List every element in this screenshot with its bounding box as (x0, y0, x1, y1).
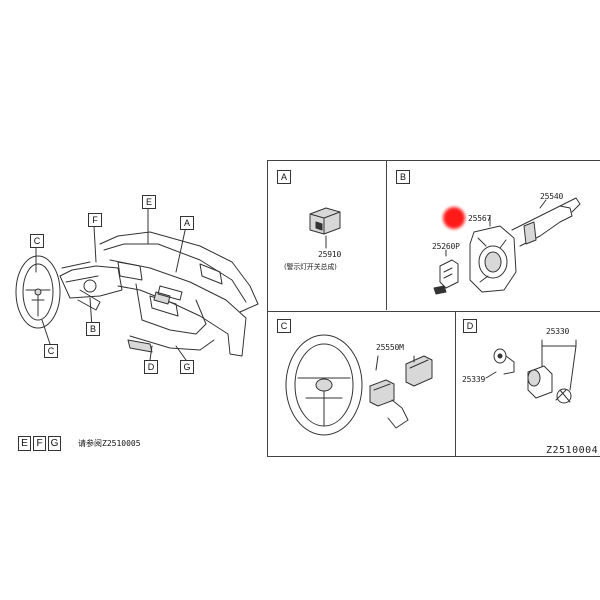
part-25260p[interactable]: 25260P (432, 242, 460, 251)
grid-hline-mid (267, 311, 600, 312)
document-code: Z2510004 (546, 445, 599, 456)
legend-ref-code: Z2510005 (102, 439, 141, 448)
grid-hline-top (267, 160, 600, 161)
part-25567[interactable]: 25567 (468, 214, 492, 223)
panel-a-label: A (277, 170, 291, 184)
legend-g[interactable]: G (48, 436, 61, 451)
callout-g[interactable]: G (180, 360, 194, 374)
grid-vline-left (267, 160, 268, 456)
part-25339[interactable]: 25339 (462, 375, 486, 384)
highlight-marker (443, 207, 465, 229)
callout-e[interactable]: E (142, 195, 156, 209)
legend-e[interactable]: E (18, 436, 31, 451)
callout-c-bottom[interactable]: C (44, 344, 58, 358)
grid-vline-mid-bottom (455, 311, 456, 456)
grid-hline-bottom (267, 456, 600, 457)
callout-a[interactable]: A (180, 216, 194, 230)
legend-ref-text: 请参阅 (78, 439, 102, 448)
callout-d[interactable]: D (144, 360, 158, 374)
grid-vline-mid-top (386, 160, 387, 310)
part-25550m[interactable]: 25550M (376, 343, 404, 352)
part-25910-caption: (警示灯开关总成) (284, 263, 337, 271)
panel-b-label: B (396, 170, 410, 184)
callout-c-top[interactable]: C (30, 234, 44, 248)
part-25540[interactable]: 25540 (540, 192, 564, 201)
callout-f[interactable]: F (88, 213, 102, 227)
panel-d-label: D (463, 319, 477, 333)
callout-b[interactable]: B (86, 322, 100, 336)
part-25330[interactable]: 25330 (546, 327, 570, 336)
panel-c-label: C (277, 319, 291, 333)
part-25910[interactable]: 25910 (318, 250, 342, 259)
legend-f[interactable]: F (33, 436, 46, 451)
